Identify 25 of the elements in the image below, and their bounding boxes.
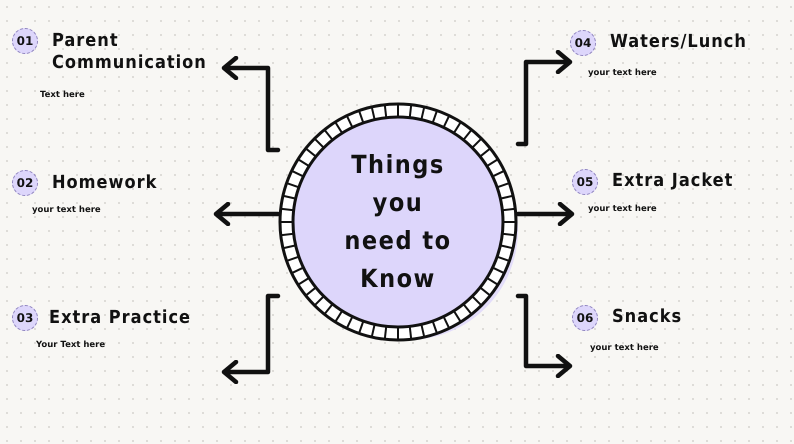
arrow (222, 294, 280, 384)
item-text: Your Text here (36, 340, 106, 350)
number-badge: 03 (12, 305, 38, 331)
item-text: your text here (588, 204, 657, 214)
arrow (222, 56, 280, 152)
item-heading: Extra Jacket (612, 170, 734, 192)
number-badge: 05 (572, 169, 598, 195)
number-badge: 06 (572, 305, 598, 331)
arrow (516, 202, 574, 226)
item-heading: Homework (52, 172, 158, 194)
item-text: your text here (32, 205, 101, 215)
arrow (516, 294, 572, 378)
number-badge: 02 (12, 170, 38, 196)
arrow (516, 50, 572, 146)
item-text: your text here (590, 343, 659, 353)
number-badge: 01 (12, 28, 38, 54)
item-heading: Waters/Lunch (610, 31, 748, 53)
center-title: Things you need to Know (343, 149, 453, 295)
item-text: Text here (40, 90, 85, 100)
item-text: your text here (588, 68, 657, 78)
item-heading: Parent Communication (52, 30, 208, 74)
item-heading: Snacks (612, 306, 684, 328)
number-badge: 04 (570, 30, 596, 56)
arrow (214, 202, 280, 226)
item-heading: Extra Practice (49, 307, 192, 329)
